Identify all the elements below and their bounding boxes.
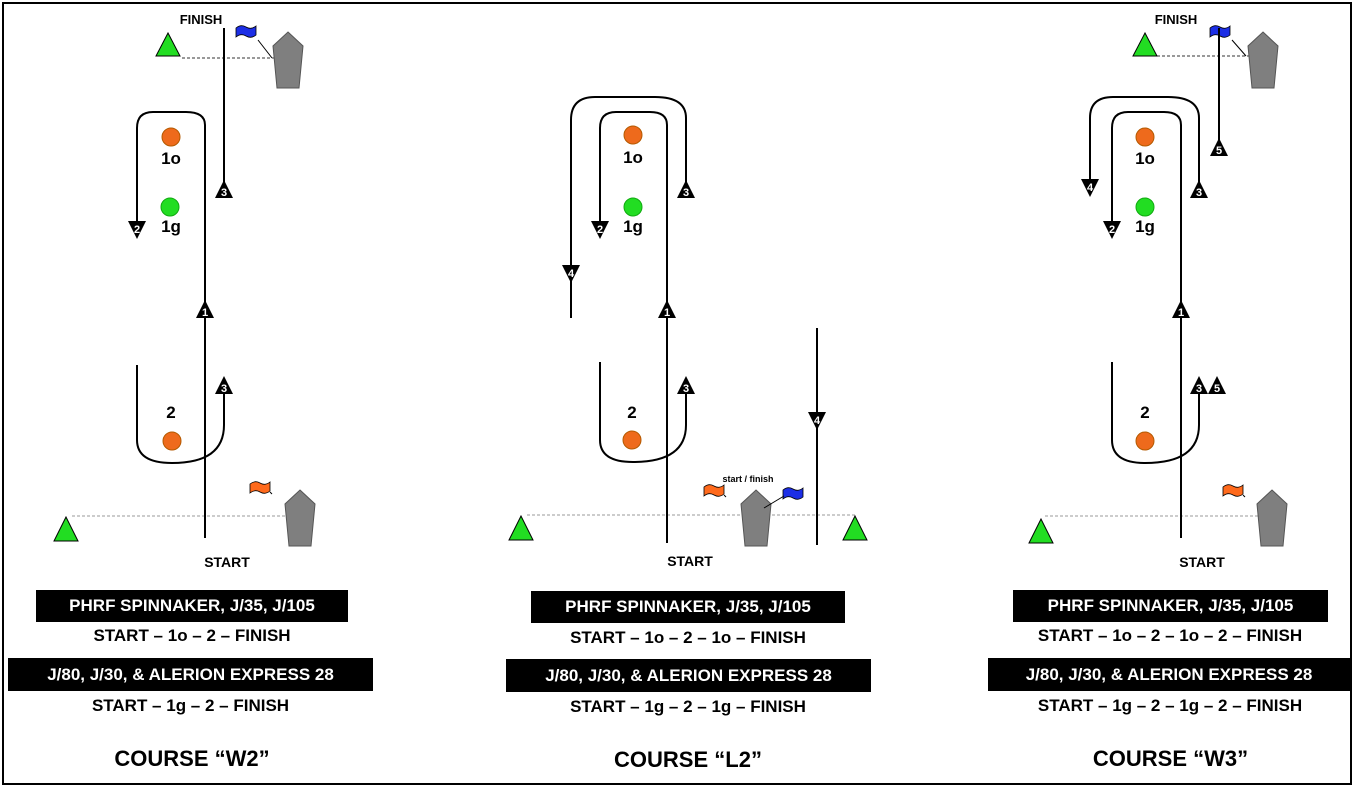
- pin-end-triangle-icon: [508, 514, 534, 541]
- pin-end-triangle-icon: [53, 515, 79, 542]
- direction-arrow-icon: [1103, 221, 1121, 239]
- leg-number-label: 3: [221, 383, 227, 395]
- finish-committee-boat-icon: [1247, 31, 1279, 89]
- course-w3-group2-box: J/80, J/30, & ALERION EXPRESS 28: [988, 658, 1350, 691]
- course-path-legs-1-2: [136, 111, 206, 538]
- mark-1o-icon: [1135, 127, 1155, 147]
- leg-number-label: 3: [1196, 187, 1202, 199]
- leg-number-label: 2: [597, 224, 603, 236]
- leg-number-label: 3: [683, 187, 689, 199]
- direction-arrow-icon: [677, 376, 695, 394]
- blue-flag-icon: [235, 25, 257, 38]
- direction-arrow-icon: [1208, 376, 1226, 394]
- course-w3-group1-box: PHRF SPINNAKER, J/35, J/105: [1013, 590, 1328, 622]
- start-label: START: [204, 554, 250, 570]
- leg-number-label: 4: [814, 415, 821, 427]
- course-w2-sequence2: START – 1g – 2 – FINISH: [91, 696, 290, 715]
- finish-pin-triangle-icon: [1132, 31, 1158, 57]
- course-w3-diagram: 1 2 3 3 4 5 5 1o 1g 2 START FINISH: [1028, 12, 1288, 570]
- leg-number-label: 1: [1178, 307, 1184, 319]
- direction-arrow-icon: [1210, 138, 1228, 156]
- direction-arrow-icon: [196, 300, 214, 318]
- start-finish-label: start / finish: [722, 474, 773, 484]
- leg-number-label: 3: [221, 187, 227, 199]
- mark-1o-label: 1o: [161, 149, 181, 168]
- direction-arrow-icon: [562, 265, 580, 283]
- mark-2-label: 2: [166, 403, 175, 422]
- course-w2-diagram: 1 2 3 3 1o 1g 2 START FINISH: [53, 12, 316, 570]
- direction-arrow-icon: [677, 180, 695, 198]
- course-l2-title: COURSE “L2”: [614, 747, 762, 772]
- mark-1g-label: 1g: [623, 217, 643, 236]
- blue-flag-icon: [782, 487, 804, 500]
- mark-1o-label: 1o: [623, 148, 643, 167]
- course-l2-sequence2: START – 1g – 2 – 1g – FINISH: [570, 697, 806, 716]
- direction-arrow-icon: [808, 412, 826, 430]
- course-w2-group1-box: PHRF SPINNAKER, J/35, J/105: [36, 590, 348, 622]
- course-w2-title: COURSE “W2”: [114, 746, 270, 771]
- course-path-leg-3-low: [136, 365, 225, 465]
- leg-number-label: 4: [568, 268, 575, 280]
- orange-flag-icon: [703, 484, 727, 498]
- leg-number-label: 3: [683, 383, 689, 395]
- direction-arrow-icon: [1172, 300, 1190, 318]
- mark-1g-icon: [160, 197, 180, 217]
- mark-1o-icon: [623, 125, 643, 145]
- mark-2-icon: [1135, 431, 1155, 451]
- course-l2-group2-box: J/80, J/30, & ALERION EXPRESS 28: [506, 659, 871, 692]
- course-w3-sequence1: START – 1o – 2 – 1o – 2 – FINISH: [1037, 626, 1303, 645]
- orange-flag-icon: [1222, 484, 1246, 498]
- committee-boat-icon: [284, 489, 316, 547]
- direction-arrow-icon: [1190, 376, 1208, 394]
- course-w2-sequence1: START – 1o – 2 – FINISH: [93, 626, 291, 645]
- start-label: START: [1179, 554, 1225, 570]
- mark-2-label: 2: [1140, 403, 1149, 422]
- course-l2-diagram: 1 2 3 3 4 4 1o 1g 2 START start / finish: [508, 96, 868, 569]
- committee-boat-icon: [740, 489, 772, 547]
- mark-2-label: 2: [627, 403, 636, 422]
- mark-1g-label: 1g: [161, 217, 181, 236]
- course-w3-sequence2: START – 1g – 2 – 1g – 2 – FINISH: [1037, 696, 1303, 715]
- start-label: START: [667, 553, 713, 569]
- leg-number-label: 1: [664, 307, 670, 319]
- orange-flag-icon: [249, 481, 273, 495]
- leg-number-label: 5: [1214, 383, 1220, 395]
- mark-1o-label: 1o: [1135, 149, 1155, 168]
- mark-2-icon: [622, 430, 642, 450]
- mark-1g-icon: [623, 197, 643, 217]
- direction-arrow-icon: [215, 180, 233, 198]
- direction-arrow-icon: [215, 376, 233, 394]
- finish-pin-triangle-icon: [155, 31, 181, 57]
- direction-arrow-icon: [1190, 180, 1208, 198]
- committee-boat-icon: [1256, 489, 1288, 547]
- leg-number-label: 1: [202, 307, 208, 319]
- course-l2-group1-box: PHRF SPINNAKER, J/35, J/105: [531, 591, 845, 623]
- finish-label: FINISH: [180, 12, 223, 27]
- mark-1g-label: 1g: [1135, 217, 1155, 236]
- mark-2-icon: [162, 431, 182, 451]
- course-w3-title: COURSE “W3”: [1092, 746, 1249, 771]
- leg-number-label: 5: [1216, 145, 1222, 157]
- mark-1o-icon: [161, 127, 181, 147]
- leg-number-label: 4: [1087, 182, 1094, 194]
- leg-number-label: 2: [134, 224, 140, 236]
- direction-arrow-icon: [658, 300, 676, 318]
- direction-arrow-icon: [1081, 179, 1099, 197]
- finish-label: FINISH: [1155, 12, 1198, 27]
- finish-committee-boat-icon: [272, 31, 304, 89]
- direction-arrow-icon: [128, 221, 146, 239]
- pin-end-triangle-icon: [1028, 517, 1054, 544]
- mark-1g-icon: [1135, 197, 1155, 217]
- direction-arrow-icon: [591, 221, 609, 239]
- course-l2-sequence1: START – 1o – 2 – 1o – FINISH: [570, 628, 806, 647]
- course-w2-group2-box: J/80, J/30, & ALERION EXPRESS 28: [8, 658, 373, 691]
- pin-end-triangle-icon: [842, 514, 868, 541]
- leg-number-label: 2: [1109, 224, 1115, 236]
- leg-number-label: 3: [1196, 383, 1202, 395]
